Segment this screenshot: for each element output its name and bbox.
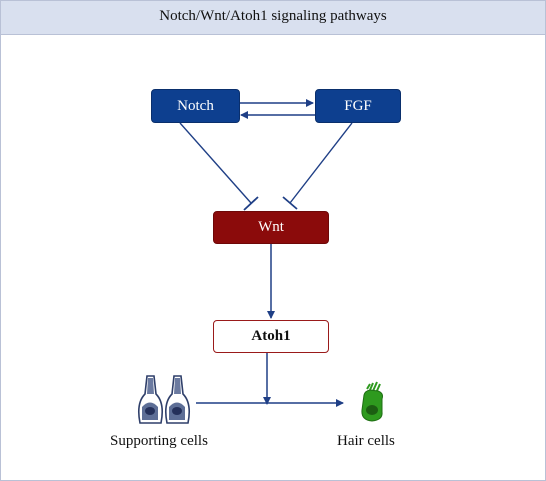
diagram-title: Notch/Wnt/Atoh1 signaling pathways <box>1 1 545 35</box>
notch-inhibits-wnt-bar <box>243 196 259 211</box>
fgf-node: FGF <box>315 89 401 123</box>
supporting-cells-icon <box>138 375 190 424</box>
hair-cell-icon <box>361 381 383 422</box>
atoh1-node: Atoh1 <box>213 320 329 353</box>
supporting-cells-label: Supporting cells <box>110 433 208 449</box>
wnt-node: Wnt <box>213 211 329 244</box>
hair-cells-label: Hair cells <box>337 433 395 449</box>
fgf-inhibits-wnt-line <box>289 122 353 204</box>
notch-inhibits-wnt-line <box>179 122 252 204</box>
fgf-inhibits-wnt-bar <box>282 196 298 210</box>
notch-node: Notch <box>151 89 240 123</box>
